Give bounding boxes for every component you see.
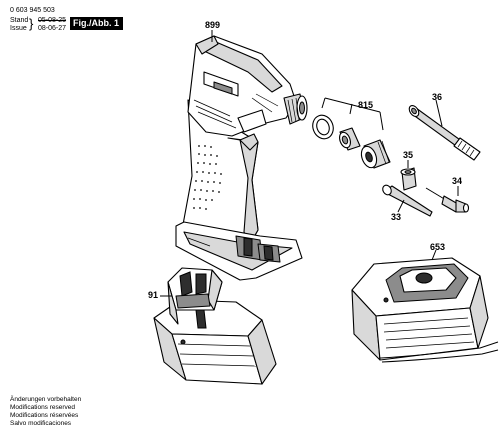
footer-note-fr: Modifications réservées xyxy=(10,412,79,419)
cone-nozzle-drawing xyxy=(382,184,433,217)
callout-815: 815 xyxy=(358,100,374,110)
valve-nut-drawing xyxy=(400,160,417,191)
callout-91: 91 xyxy=(148,290,159,300)
callout-653: 653 xyxy=(430,242,446,252)
charger-drawing xyxy=(351,249,499,363)
part-number: 0 603 945 503 xyxy=(10,7,55,14)
callout-34: 34 xyxy=(452,176,463,186)
stand-date: 05-08-25 xyxy=(38,17,67,24)
adapter-set-drawing xyxy=(312,97,391,169)
footer-note-es: Salvo modificaciones xyxy=(10,420,72,427)
hose-nozzle-drawing xyxy=(408,99,481,161)
issue-label: Issue xyxy=(10,25,27,32)
callout-899: 899 xyxy=(205,20,221,30)
figure-tag: Fig./Abb. 1 xyxy=(70,17,123,30)
callout-35: 35 xyxy=(403,150,414,160)
needle-valve-drawing xyxy=(425,186,470,213)
callout-36: 36 xyxy=(432,92,443,102)
issue-date: 08-06-27 xyxy=(38,25,67,32)
header-brace-icon: } xyxy=(29,16,34,31)
footer-note-en: Modifications reserved xyxy=(10,404,76,411)
inflator-body-drawing xyxy=(175,35,308,281)
footer-note-de: Änderungen vorbehalten xyxy=(10,396,82,403)
battery-drawing xyxy=(153,267,277,385)
callout-33: 33 xyxy=(391,212,402,222)
stand-label: Stand xyxy=(10,17,29,24)
